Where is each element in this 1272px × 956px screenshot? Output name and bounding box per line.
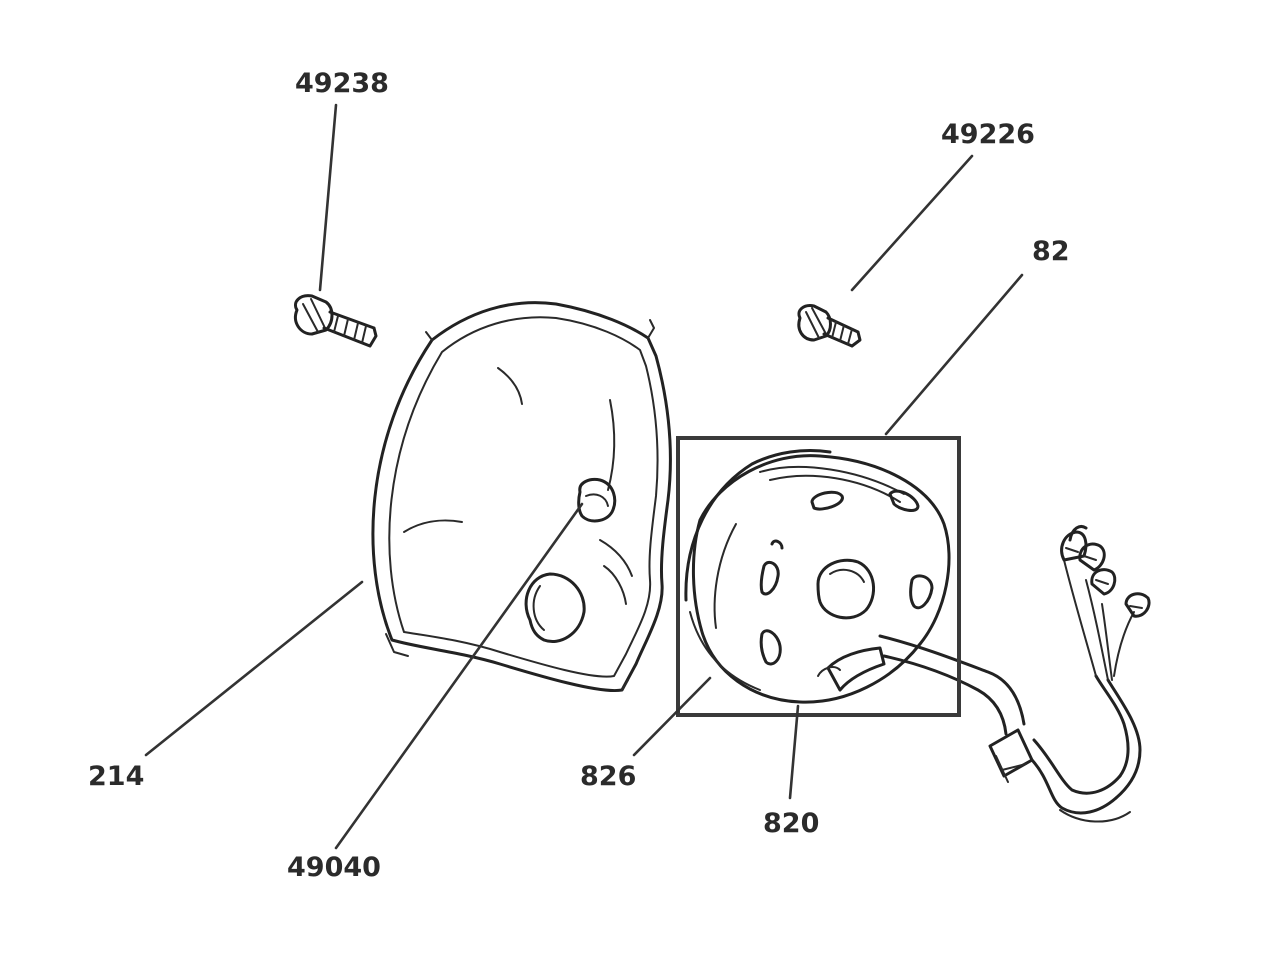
leader-82 — [884, 273, 1024, 436]
wiring-harness-drawing — [878, 525, 1151, 823]
part-label-49226: 49226 — [941, 119, 1035, 150]
cover-214-drawing — [371, 301, 672, 693]
part-label-82: 82 — [1032, 236, 1070, 267]
part-label-49040: 49040 — [287, 852, 381, 883]
bolt-49238-drawing — [294, 294, 378, 348]
part-label-826: 826 — [580, 761, 637, 792]
leader-49040 — [334, 502, 584, 850]
flywheel-820-drawing — [684, 449, 951, 704]
group-82-frame — [676, 436, 961, 717]
leader-214 — [144, 580, 364, 757]
part-label-49238: 49238 — [295, 68, 389, 99]
leader-49238 — [318, 103, 338, 292]
part-label-820: 820 — [763, 808, 820, 839]
part-label-214: 214 — [88, 761, 145, 792]
bolt-49226-drawing — [797, 304, 862, 348]
leader-820 — [788, 704, 800, 800]
leader-826 — [632, 676, 712, 757]
leader-49226 — [850, 154, 974, 292]
